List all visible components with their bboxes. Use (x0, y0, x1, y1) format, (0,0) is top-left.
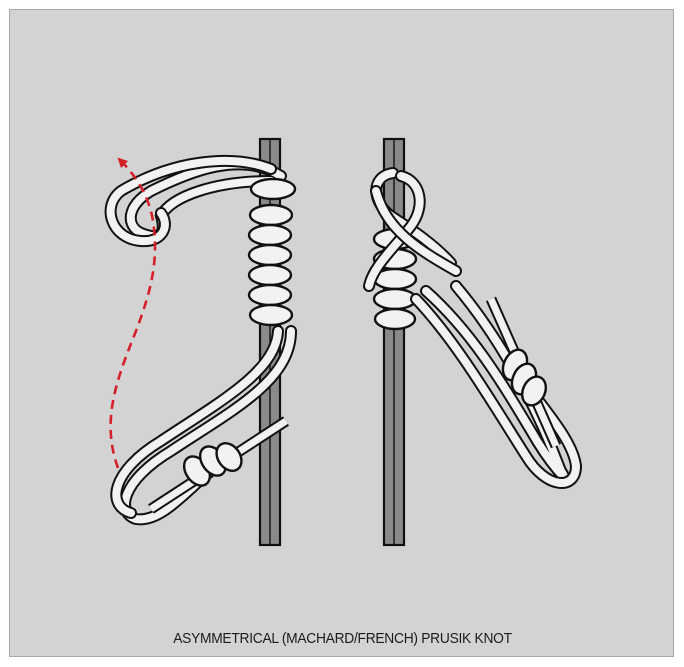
top-loop-right (369, 173, 456, 286)
diagram-caption: ASYMMETRICAL (MACHARD/FRENCH) PRUSIK KNO… (37, 630, 649, 647)
prusik-knot-illustration (10, 10, 675, 610)
illustration-panel: ASYMMETRICAL (MACHARD/FRENCH) PRUSIK KNO… (9, 9, 674, 657)
right-figure (369, 139, 576, 545)
main-rope-right (384, 139, 404, 545)
lower-tails-right (416, 286, 576, 483)
left-figure (111, 139, 295, 545)
